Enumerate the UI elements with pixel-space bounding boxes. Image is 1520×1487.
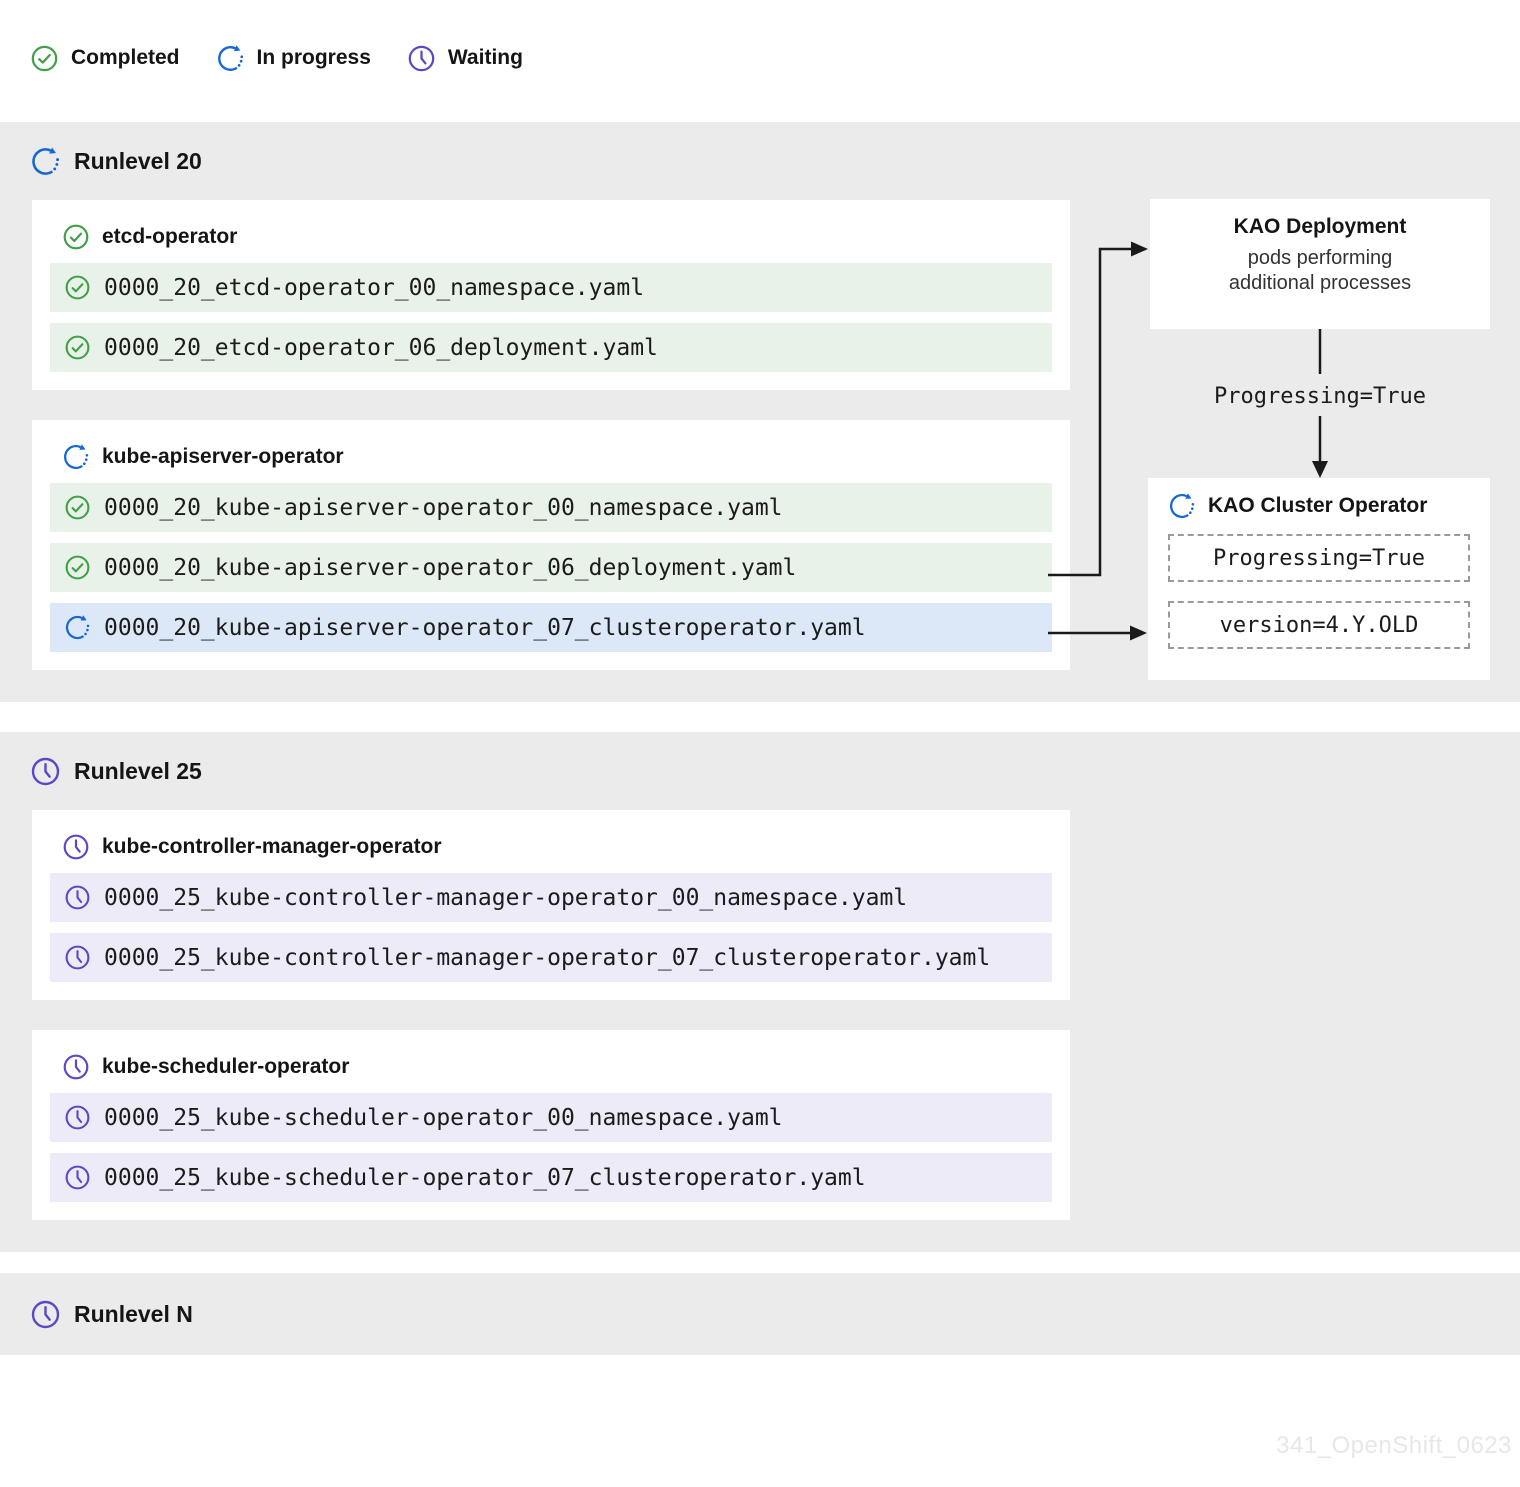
- manifest-file-name: 0000_20_etcd-operator_00_namespace.yaml: [104, 274, 645, 301]
- legend-item-in-progress: In progress: [216, 44, 371, 73]
- clock-icon: [64, 884, 91, 911]
- sync-icon: [30, 146, 61, 177]
- manifest-file-row: 0000_20_kube-apiserver-operator_07_clust…: [50, 603, 1052, 652]
- kao-cluster-operator-box: KAO Cluster Operator Progressing=True ve…: [1148, 478, 1490, 680]
- legend: Completed In progress Waiting: [30, 40, 1520, 76]
- runlevel-header: Runlevel N: [30, 1297, 1520, 1331]
- manifest-file-name: 0000_20_kube-apiserver-operator_00_names…: [104, 494, 783, 521]
- legend-item-completed: Completed: [30, 44, 180, 73]
- watermark: 341_OpenShift_0623: [1276, 1432, 1512, 1459]
- legend-label: Waiting: [447, 46, 523, 69]
- legend-item-waiting: Waiting: [407, 44, 523, 73]
- sync-icon: [216, 44, 245, 73]
- check-circle-icon: [30, 44, 59, 73]
- clock-icon: [62, 833, 90, 861]
- check-circle-icon: [64, 554, 91, 581]
- runlevel-header: Runlevel 20: [30, 144, 1520, 178]
- manifest-file-row: 0000_20_kube-apiserver-operator_06_deplo…: [50, 543, 1052, 592]
- operator-name: kube-controller-manager-operator: [102, 835, 442, 858]
- clock-icon: [64, 1164, 91, 1191]
- manifest-file-name: 0000_20_kube-apiserver-operator_06_deplo…: [104, 554, 797, 581]
- operator-title-row: kube-scheduler-operator: [62, 1052, 1052, 1082]
- manifest-file-row: 0000_20_kube-apiserver-operator_00_names…: [50, 483, 1052, 532]
- manifest-file-name: 0000_25_kube-scheduler-operator_00_names…: [104, 1104, 783, 1131]
- condition-version: version=4.Y.OLD: [1168, 601, 1470, 649]
- operator-card: kube-apiserver-operator 0000_20_kube-apis…: [32, 420, 1070, 670]
- clock-icon: [407, 44, 436, 73]
- operator-card: kube-scheduler-operator 0000_25_kube-sche…: [32, 1030, 1070, 1220]
- check-circle-icon: [64, 274, 91, 301]
- runlevel-header: Runlevel 25: [30, 754, 1520, 788]
- kao-deployment-title: KAO Deployment: [1233, 215, 1407, 238]
- condition-progressing: Progressing=True: [1168, 534, 1470, 582]
- runlevel-title: Runlevel 20: [74, 147, 202, 174]
- manifest-file-row: 0000_20_etcd-operator_06_deployment.yaml: [50, 323, 1052, 372]
- manifest-file-row: 0000_25_kube-scheduler-operator_00_names…: [50, 1093, 1052, 1142]
- runlevel-n-section: Runlevel N: [0, 1273, 1520, 1355]
- kao-cluster-operator-title-row: KAO Cluster Operator: [1168, 492, 1470, 520]
- clock-icon: [64, 1104, 91, 1131]
- kao-deployment-subtitle-line2: additional processes: [1228, 272, 1412, 294]
- manifest-file-name: 0000_25_kube-scheduler-operator_07_clust…: [104, 1164, 866, 1191]
- sync-icon: [62, 443, 90, 471]
- kao-deployment-box: KAO Deployment pods performing additiona…: [1150, 199, 1490, 329]
- operator-name: kube-apiserver-operator: [102, 445, 344, 468]
- operator-name: kube-scheduler-operator: [102, 1055, 350, 1078]
- manifest-file-name: 0000_25_kube-controller-manager-operator…: [104, 944, 991, 971]
- manifest-file-row: 0000_25_kube-scheduler-operator_07_clust…: [50, 1153, 1052, 1202]
- operator-title-row: kube-controller-manager-operator: [62, 832, 1052, 862]
- sync-icon: [1168, 492, 1196, 520]
- clock-icon: [30, 756, 61, 787]
- legend-label: Completed: [71, 46, 180, 69]
- kao-cluster-operator-title: KAO Cluster Operator: [1208, 494, 1428, 517]
- manifest-file-row: 0000_25_kube-controller-manager-operator…: [50, 873, 1052, 922]
- manifest-file-name: 0000_20_etcd-operator_06_deployment.yaml: [104, 334, 658, 361]
- operator-title-row: etcd-operator: [62, 222, 1052, 252]
- check-circle-icon: [64, 494, 91, 521]
- clock-icon: [62, 1053, 90, 1081]
- manifest-file-name: 0000_25_kube-controller-manager-operator…: [104, 884, 908, 911]
- kao-deployment-subtitle-line1: pods performing: [1247, 247, 1393, 269]
- clock-icon: [30, 1299, 61, 1330]
- runlevel-title: Runlevel 25: [74, 757, 202, 784]
- operator-card: kube-controller-manager-operator 0000_25_…: [32, 810, 1070, 1000]
- check-circle-icon: [64, 334, 91, 361]
- legend-label: In progress: [256, 46, 371, 69]
- operator-name: etcd-operator: [102, 225, 238, 248]
- progressing-arrow-label: Progressing=True: [1214, 384, 1426, 409]
- runlevel-title: Runlevel N: [74, 1300, 193, 1327]
- runlevel-20-section: Runlevel 20 etcd-operator 0000_20_etcd-ope…: [0, 122, 1520, 702]
- operator-title-row: kube-apiserver-operator: [62, 442, 1052, 472]
- runlevel-25-section: Runlevel 25 kube-controller-manager-opera…: [0, 732, 1520, 1252]
- sync-icon: [64, 614, 91, 641]
- manifest-file-name: 0000_20_kube-apiserver-operator_07_clust…: [104, 614, 866, 641]
- manifest-file-row: 0000_20_etcd-operator_00_namespace.yaml: [50, 263, 1052, 312]
- check-circle-icon: [62, 223, 90, 251]
- clock-icon: [64, 944, 91, 971]
- manifest-file-row: 0000_25_kube-controller-manager-operator…: [50, 933, 1052, 982]
- operator-card: etcd-operator 0000_20_etcd-operator_00_na…: [32, 200, 1070, 390]
